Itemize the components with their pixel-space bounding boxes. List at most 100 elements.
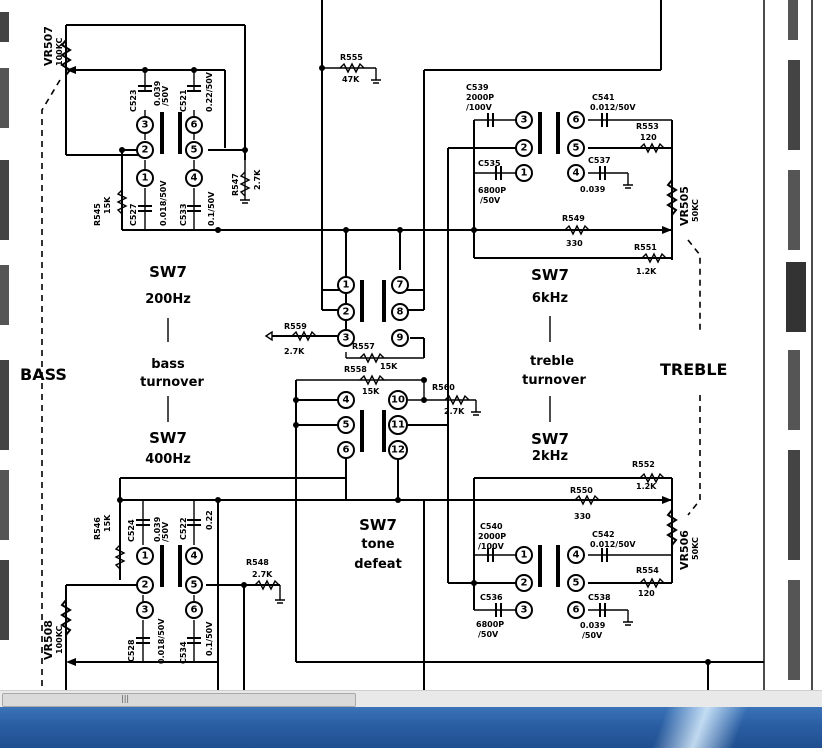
svg-text:15K: 15K [362, 387, 380, 396]
svg-text:12: 12 [391, 445, 405, 456]
svg-text:6: 6 [191, 120, 198, 131]
svg-text:C523: C523 [129, 89, 138, 112]
component-labels: VR507 100KC R555 47K C523 0.039 /50V C52… [42, 26, 700, 664]
svg-text:10: 10 [391, 395, 405, 406]
pin-1: 1 [337, 276, 355, 294]
svg-text:1: 1 [142, 173, 149, 184]
schematic-diagram: 3 6 2 5 1 4 1 7 2 8 3 9 4 10 5 11 6 12 3… [0, 0, 813, 690]
svg-text:0.012/50V: 0.012/50V [590, 540, 636, 549]
freq-200hz: 200Hz [145, 292, 191, 307]
svg-text:R545: R545 [93, 203, 102, 226]
sw7-6khz-title: SW7 [531, 266, 569, 284]
dashed-links [41, 79, 701, 690]
svg-text:9: 9 [397, 333, 404, 344]
svg-text:3: 3 [142, 605, 149, 616]
pin-6: 6 [337, 441, 355, 459]
svg-text:100KC: 100KC [55, 37, 64, 66]
pin-9: 9 [391, 329, 409, 347]
svg-text:6: 6 [573, 605, 580, 616]
svg-text:/100V: /100V [466, 103, 493, 112]
svg-text:2: 2 [343, 307, 350, 318]
svg-text:0.1/50V: 0.1/50V [205, 621, 214, 656]
pin-4: 4 [567, 164, 585, 182]
svg-text:50KC: 50KC [691, 537, 700, 560]
pin-4: 4 [567, 546, 585, 564]
pin-3: 3 [136, 116, 154, 134]
pin-1: 1 [136, 169, 154, 187]
svg-text:0.018/50V: 0.018/50V [157, 618, 166, 664]
svg-text:0.22: 0.22 [205, 510, 214, 530]
switch-wafer-bars [160, 112, 560, 587]
svg-text:C542: C542 [592, 530, 615, 539]
svg-text:2: 2 [142, 145, 149, 156]
pin-11: 11 [388, 415, 408, 435]
pin-3: 3 [515, 111, 533, 129]
svg-text:R553: R553 [636, 122, 659, 131]
svg-text:0.018/50V: 0.018/50V [159, 180, 168, 226]
scrollbar-thumb[interactable]: ||| [2, 693, 356, 707]
horizontal-scrollbar[interactable]: ||| [0, 690, 822, 708]
svg-text:/50V: /50V [161, 521, 170, 542]
svg-text:5: 5 [573, 143, 580, 154]
svg-text:VR505: VR505 [678, 186, 691, 226]
svg-text:VR508: VR508 [42, 620, 55, 660]
pin-4: 4 [337, 391, 355, 409]
bass-word: bass [151, 357, 185, 372]
svg-text:C535: C535 [478, 159, 501, 168]
treble-label: TREBLE [660, 360, 727, 379]
svg-text:0.039: 0.039 [580, 185, 606, 194]
svg-text:R554: R554 [636, 566, 659, 575]
svg-text:5: 5 [573, 578, 580, 589]
svg-text:C534: C534 [179, 641, 188, 664]
svg-text:0.039: 0.039 [580, 621, 606, 630]
svg-text:11: 11 [391, 420, 405, 431]
bass-label: BASS [20, 365, 67, 384]
bass-switch-pins-bottom: 1 4 2 5 3 6 [136, 547, 203, 619]
pin-2: 2 [337, 303, 355, 321]
svg-text:C541: C541 [592, 93, 615, 102]
sw7-200hz-title: SW7 [149, 263, 187, 281]
sw7-tone-defeat-title: SW7 [359, 516, 397, 534]
svg-text:50KC: 50KC [691, 199, 700, 222]
svg-text:R550: R550 [570, 486, 593, 495]
svg-text:5: 5 [343, 420, 350, 431]
svg-text:1.2K: 1.2K [636, 267, 657, 276]
pin-1: 1 [515, 164, 533, 182]
svg-text:5: 5 [191, 145, 198, 156]
pin-12: 12 [388, 440, 408, 460]
sw7-2khz-title: SW7 [531, 430, 569, 448]
svg-text:15K: 15K [103, 196, 112, 214]
svg-text:VR507: VR507 [42, 26, 55, 66]
svg-text:C522: C522 [179, 517, 188, 540]
treble-switch-pins-top: 3 6 2 5 1 4 [515, 111, 585, 182]
svg-text:C539: C539 [466, 83, 489, 92]
freq-6khz: 6kHz [532, 291, 568, 306]
svg-text:3: 3 [142, 120, 149, 131]
pin-6: 6 [185, 601, 203, 619]
svg-text:R559: R559 [284, 322, 307, 331]
svg-text:R555: R555 [340, 53, 363, 62]
pin-5: 5 [337, 416, 355, 434]
pin-8: 8 [391, 303, 409, 321]
svg-text:0.012/50V: 0.012/50V [590, 103, 636, 112]
capacitor-symbols [136, 85, 608, 644]
freq-400hz: 400Hz [145, 452, 191, 467]
svg-text:/50V: /50V [582, 631, 603, 640]
pin-4: 4 [185, 547, 203, 565]
svg-text:1: 1 [343, 280, 350, 291]
svg-text:4: 4 [343, 395, 350, 406]
svg-text:C537: C537 [588, 156, 611, 165]
svg-text:R548: R548 [246, 558, 269, 567]
treble-word: treble [530, 354, 574, 369]
defeat-word: defeat [354, 557, 402, 572]
svg-text:C527: C527 [129, 203, 138, 226]
svg-text:1: 1 [521, 550, 528, 561]
svg-text:7: 7 [397, 280, 404, 291]
pin-6: 6 [185, 116, 203, 134]
svg-text:15K: 15K [380, 362, 398, 371]
svg-text:6800P: 6800P [478, 186, 506, 195]
svg-text:2.7K: 2.7K [444, 407, 465, 416]
svg-text:2.7K: 2.7K [252, 570, 273, 579]
pin-1: 1 [136, 547, 154, 565]
svg-text:0.039: 0.039 [153, 80, 162, 106]
